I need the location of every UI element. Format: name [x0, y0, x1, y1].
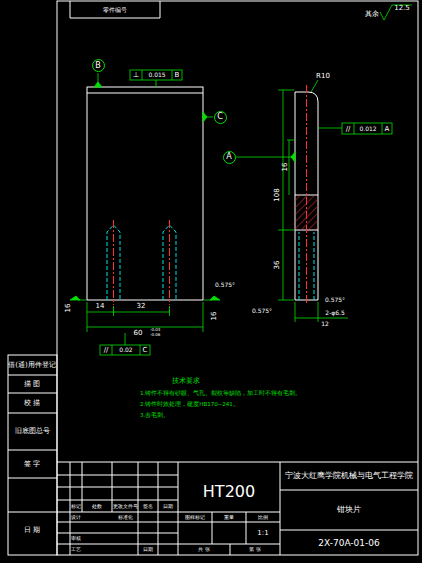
drawing-label: 技术要求 [172, 378, 200, 385]
drawing-label: 更改文件号 [113, 504, 138, 509]
drawing-label: 36 [274, 261, 281, 270]
drawing-label: 0.575° [325, 297, 345, 303]
drawing-label: 1:1 [257, 530, 268, 537]
drawing-label: 16 [282, 163, 289, 172]
drawing-label: 0.012 [359, 126, 376, 132]
datum-circle: A [223, 151, 236, 164]
drawing-label: // [346, 125, 351, 132]
drawing-label: 借(通)用件登记 [8, 362, 55, 369]
drawing-label: 旧底图总号 [15, 428, 50, 435]
datum-letter: C [217, 113, 223, 121]
drawing-label: 标记 [71, 504, 81, 509]
drawing-label: 12 [321, 321, 329, 327]
drawing-label: 3.去毛刺。 [140, 413, 169, 419]
drawing-label: 标准化 [118, 515, 133, 520]
drawing-label: 0.575° [252, 308, 272, 314]
drawing-label: 描 图 [24, 381, 40, 388]
drawing-label: 108 [274, 188, 281, 201]
drawing-label: 16 [65, 304, 72, 313]
drawing-label: 0.575° [215, 282, 235, 288]
drawing-label: A [385, 125, 390, 132]
drawing-label: ⊥ [133, 72, 139, 79]
drawing-label: 60 [134, 330, 143, 337]
drawing-label: 16 [211, 312, 218, 321]
drawing-label: 签 字 [24, 461, 40, 468]
drawing-label: 设计 [71, 515, 81, 520]
drawing-label: 2.铸件时效处理，硬度HB170~241。 [140, 402, 239, 408]
drawing-label: 处数 [92, 504, 102, 509]
drawing-label: C [143, 347, 148, 354]
drawing-label: 2X-70A-01-06 [318, 539, 380, 548]
datum-circle: B [92, 59, 105, 72]
drawing-label: R10 [316, 73, 330, 80]
drawing-label: // [104, 347, 109, 354]
drawing-label: 比例 [258, 515, 268, 520]
drawing-label: 共 张 [198, 547, 210, 552]
drawing-label: -0.06 [150, 333, 160, 337]
drawing-label: 宁波大红鹰学院机械与电气工程学院 [285, 472, 413, 480]
drawing-label: 日 期 [24, 527, 40, 534]
drawing-label: -0.03 [150, 328, 160, 332]
datum-letter: B [95, 62, 101, 70]
drawing-label: 0.02 [119, 347, 132, 353]
drawing-label: 2-φ6.5 [325, 310, 344, 316]
drawing-label: 校 描 [24, 400, 40, 407]
drawing-label: 12.5 [394, 5, 410, 12]
datum-circle: C [214, 111, 227, 124]
drawing-label: 钳块片 [337, 506, 361, 514]
drawing-label: 审核 [71, 536, 81, 541]
drawing-label: 32 [137, 303, 146, 310]
drawing-label: B [175, 72, 180, 79]
drawing-label: 日期 [143, 547, 153, 552]
drawing-label: 14 [96, 303, 105, 310]
drawing-label: 零件编号 [103, 7, 127, 13]
drawing-label: 第 张 [249, 547, 261, 552]
drawing-label: 其余 [365, 11, 379, 18]
datum-letter: A [226, 153, 231, 161]
drawing-label: 重量 [224, 515, 234, 520]
drawing-label: 0.015 [148, 72, 165, 78]
drawing-label: 日期 [163, 504, 173, 509]
drawing-label: 签名 [143, 504, 153, 509]
drawing-label: 图样标记 [185, 515, 205, 520]
drawing-label: HT200 [203, 484, 255, 500]
drawing-label: 1.铸件不得有砂眼、气孔、裂纹等缺陷，加工时不得有毛刺。 [140, 391, 301, 397]
drawing-label: 工艺 [71, 547, 81, 552]
